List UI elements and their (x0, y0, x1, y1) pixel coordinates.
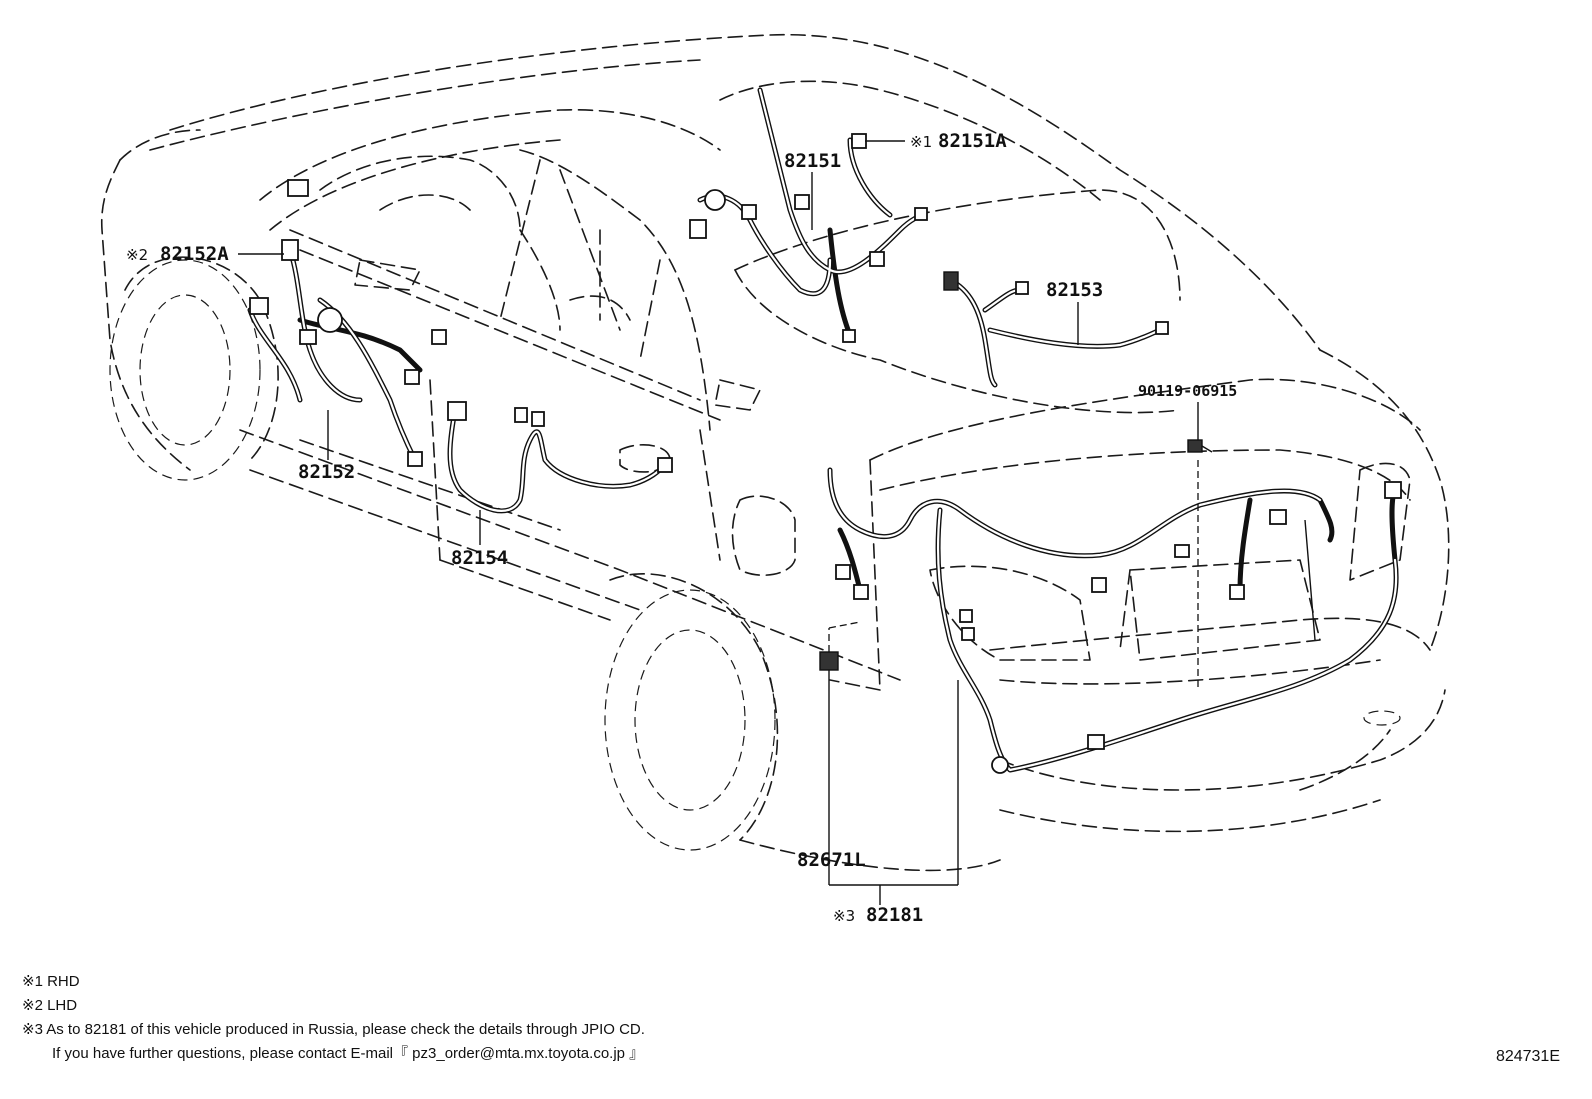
label-82154: 82154 (451, 547, 508, 569)
footnotes: ※1 RHD ※2 LHD ※3 As to 82181 of this veh… (22, 970, 645, 1066)
harness-82152 (247, 179, 447, 467)
label-82181: 82181 (866, 904, 923, 926)
mark-82181: ※3 (833, 907, 855, 925)
mark-82152a: ※2 (126, 246, 148, 264)
mark-82151a: ※1 (910, 133, 932, 151)
car-body-outline (100, 33, 1450, 872)
label-82151a: 82151A (938, 130, 1007, 152)
harness-82153 (943, 271, 1169, 388)
label-82153: 82153 (1046, 279, 1103, 301)
note-3: ※3 As to 82181 of this vehicle produced … (22, 1021, 645, 1038)
diagram-code: 824731E (1495, 1048, 1560, 1065)
label-82151: 82151 (784, 150, 841, 172)
clamp-82671l (819, 651, 839, 671)
note-4: If you have further questions, please co… (52, 1045, 645, 1062)
harness-82154 (447, 401, 673, 514)
rear-wheel (604, 589, 776, 851)
front-wheel (109, 259, 261, 481)
label-82152: 82152 (298, 461, 355, 483)
note-2: ※2 LHD (22, 997, 78, 1014)
note-1: ※1 RHD (22, 973, 80, 990)
label-90119-06915: 90119-06915 (1138, 382, 1237, 400)
part-labels: ※1 82151A 82151 ※2 82152A 82152 82153 82… (126, 130, 1237, 926)
label-82152a: 82152A (160, 243, 229, 265)
harness-82151 (689, 87, 928, 343)
label-82671l: 82671L (797, 849, 866, 871)
harness-82181 (827, 467, 1402, 774)
bolt-90119-06915 (1187, 439, 1213, 690)
leader-lines (238, 140, 1316, 905)
